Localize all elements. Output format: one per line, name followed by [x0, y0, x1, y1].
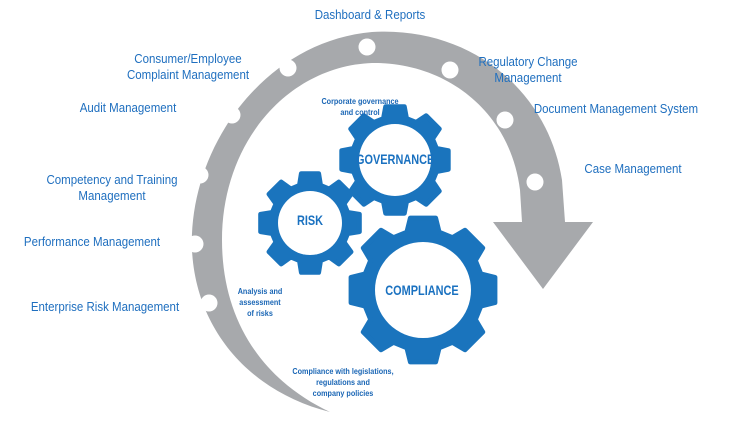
label-text: Performance Management: [23, 235, 161, 249]
arc-dot: [191, 166, 209, 184]
arc-dot: [200, 294, 218, 312]
description-text: Compliance with legislations, regulation…: [292, 366, 394, 398]
gear-governance: [339, 104, 451, 216]
label-document-management-system: Document Management System: [533, 101, 699, 117]
gear-title-text: COMPLIANCE: [385, 282, 459, 298]
arc-dot: [496, 111, 514, 129]
label-dashboard-reports: Dashboard & Reports: [306, 7, 435, 23]
label-text: Audit Management: [79, 101, 177, 115]
arc-dot: [441, 61, 459, 79]
label-text: Document Management System: [533, 102, 699, 116]
label-text: Case Management: [584, 162, 682, 176]
gear-description-compliance: Compliance with legislations, regulation…: [286, 355, 400, 399]
label-regulatory-change: Regulatory Change Management: [470, 38, 586, 86]
gear-title-text: GOVERNANCE: [356, 151, 435, 167]
arc-dots: [186, 38, 544, 312]
gear-description-governance: Corporate governance and control: [309, 85, 411, 118]
label-performance-management: Performance Management: [18, 234, 165, 250]
label-case-management: Case Management: [581, 161, 686, 177]
arc-dot: [186, 235, 204, 253]
label-text: Dashboard & Reports: [314, 8, 426, 22]
gear-title-risk: RISK: [291, 212, 330, 228]
arc-dot: [279, 59, 297, 77]
description-text: Corporate governance and control: [321, 96, 399, 117]
label-competency-training: Competency and Training Management: [38, 156, 185, 204]
gear-title-compliance: COMPLIANCE: [379, 282, 465, 298]
label-audit-management: Audit Management: [73, 100, 183, 116]
gear-hub: [375, 242, 471, 338]
arc-dot: [358, 38, 376, 56]
label-enterprise-risk-management: Enterprise Risk Management: [27, 299, 183, 315]
gear-hub: [278, 191, 342, 255]
gear-hub: [359, 124, 431, 196]
gear-title-governance: GOVERNANCE: [356, 151, 434, 167]
label-text: Consumer/Employee Complaint Management: [126, 52, 250, 82]
arc-dot: [223, 106, 241, 124]
arc-dot: [526, 173, 544, 191]
gear-description-risk: Analysis and assessment of risks: [235, 275, 286, 319]
label-text: Regulatory Change Management: [478, 55, 578, 85]
label-text: Enterprise Risk Management: [30, 300, 180, 314]
gears: [258, 104, 498, 365]
description-text: Analysis and assessment of risks: [237, 286, 283, 318]
label-text: Competency and Training Management: [46, 173, 178, 203]
gear-risk: [258, 171, 362, 275]
gear-title-text: RISK: [296, 212, 324, 228]
label-consumer-complaint: Consumer/Employee Complaint Management: [114, 35, 261, 83]
gear-compliance: [348, 215, 498, 365]
